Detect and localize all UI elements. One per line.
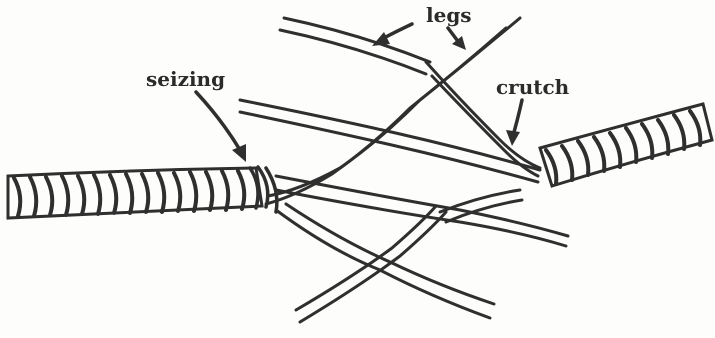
strands [240,18,568,322]
crutch-arrow [514,100,522,132]
legs-label: legs [426,3,472,27]
left-rope [8,168,262,218]
right-rope [540,104,712,186]
legs-arrow-left-head [372,32,390,46]
crutch-arrow-head [506,130,520,146]
seizing-label: seizing [146,67,225,91]
seizing-arrow [196,92,240,150]
crutch-label: crutch [496,75,570,99]
arrows [196,24,522,162]
